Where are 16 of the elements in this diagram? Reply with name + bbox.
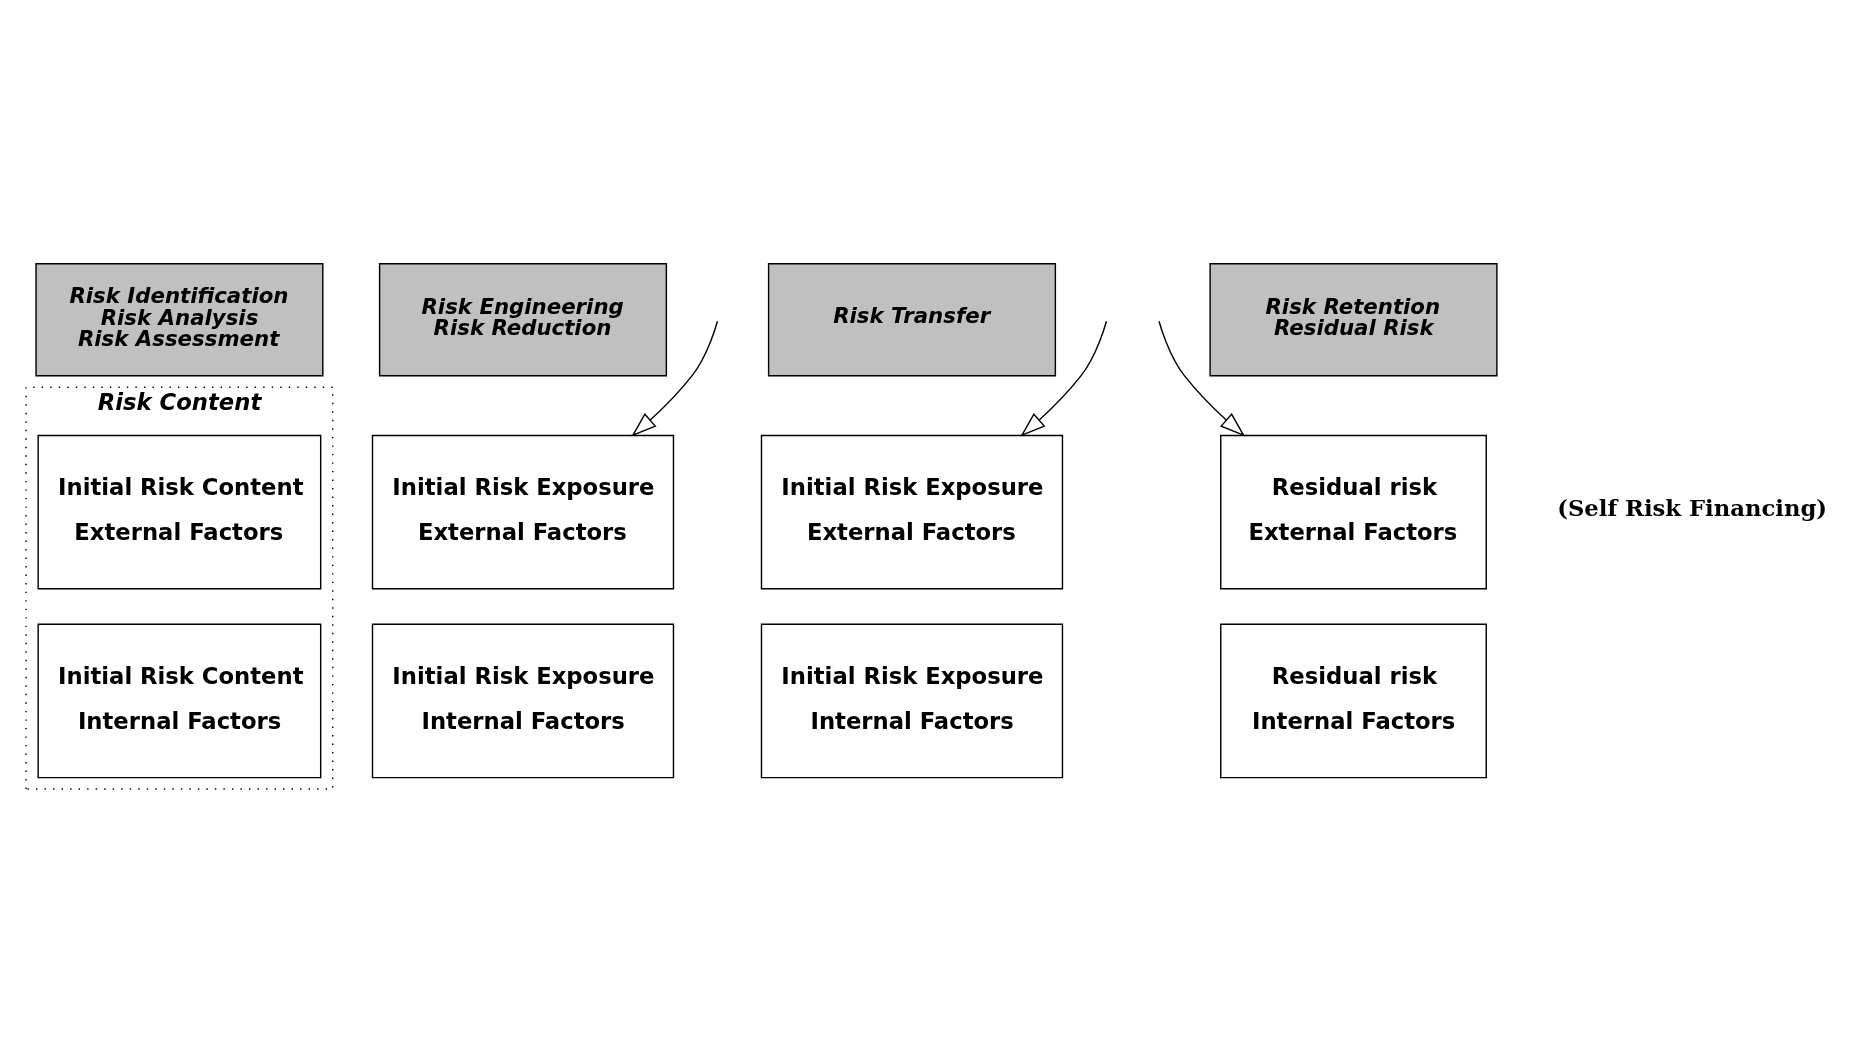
arrow [1158, 320, 1246, 437]
node-box: Risk Transfer [767, 262, 1057, 377]
node-box: Initial Risk Content External Factors [37, 434, 322, 590]
arrow [1020, 320, 1108, 437]
node-box: Residual risk External Factors [1220, 434, 1487, 590]
label: (Self Risk Financing) [1557, 495, 1828, 522]
node-box: Risk Identification Risk Analysis Risk Assessment [35, 262, 324, 377]
node-box: Risk Retention Residual Risk [1209, 262, 1498, 377]
node-box: Initial Risk Exposure External Factors [760, 434, 1064, 590]
node-box: Residual risk Internal Factors [1220, 623, 1487, 779]
node-box: Initial Risk Exposure Internal Factors [760, 623, 1064, 779]
arrow [631, 320, 719, 437]
node-box: Initial Risk Exposure Internal Factors [371, 623, 675, 779]
node-box: Risk Engineering Risk Reduction [378, 262, 668, 377]
node-box: Initial Risk Exposure External Factors [371, 434, 675, 590]
node-box: Initial Risk Content Internal Factors [37, 623, 322, 779]
